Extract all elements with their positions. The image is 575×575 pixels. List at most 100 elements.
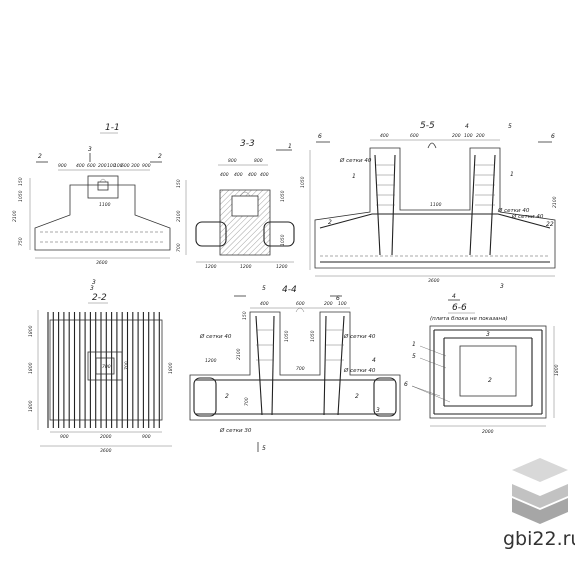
section-2-2-title: 2-2	[92, 293, 107, 303]
dim-label: 1050	[284, 330, 290, 342]
dim-label: 800	[228, 158, 237, 164]
dim-label: 400	[380, 133, 389, 139]
dim-label: 1200	[205, 264, 217, 270]
dim-label: 900	[58, 163, 67, 169]
dim-label: 700	[296, 366, 305, 372]
dim-label: 2000	[100, 434, 112, 440]
section-1-1-mark: 2	[38, 153, 42, 160]
rebar-note: Ø сетки 40	[497, 207, 530, 214]
callout-label: 3	[376, 407, 380, 414]
dim-label: 200	[324, 301, 333, 307]
rebar-note: Ø сетки 40	[511, 213, 544, 220]
callout-label: 4	[372, 357, 376, 364]
dim-label: 700	[102, 364, 111, 370]
section-5-5-mark: 5	[508, 123, 512, 130]
callout-label: 1	[412, 341, 416, 348]
section-1-1-top-dims: 900 400 600 200 100 100 600 300 900	[58, 163, 151, 169]
dim-label: 1050	[18, 190, 24, 202]
section-5-5-mark: 4	[452, 293, 456, 300]
section-4-4-mark: 5	[262, 285, 266, 292]
dim-label: 100	[464, 133, 473, 139]
dim-label: 3600	[428, 278, 440, 284]
callout-label: 22	[546, 221, 554, 228]
dim-label: 400	[248, 172, 257, 178]
dim-label: 300	[131, 163, 140, 169]
section-5-5-title: 5-5	[420, 121, 435, 131]
callout-label: 3	[486, 331, 490, 338]
section-5-5-mark: 6	[551, 133, 555, 140]
section-2-2: 3 2-2 700 700 1800 1800 1800 1800 900 20…	[28, 285, 174, 454]
callout-label: 2	[328, 219, 332, 226]
rebar-note: Ø сетки 30	[219, 427, 252, 434]
rebar-note: Ø сетки 40	[343, 333, 376, 340]
dim-label: 750	[18, 237, 24, 246]
dim-label: 1200	[205, 358, 217, 364]
dim-label: 150	[18, 177, 24, 186]
dim-label: 2100	[552, 196, 558, 208]
section-5-5: 5-5 6 4 5 6 400 600 200 100 200	[300, 121, 558, 301]
dim-label: 1800	[554, 364, 560, 376]
dim-label: 1200	[240, 264, 252, 270]
dim-label: 1050	[310, 330, 316, 342]
dim-label: 400	[234, 172, 243, 178]
dim-label: 1800	[28, 362, 34, 374]
section-4-4-mark: 6	[336, 295, 340, 302]
dim-label: 3600	[100, 448, 112, 454]
section-5-5-mark: 3	[500, 283, 504, 290]
dim-label: 1200	[276, 264, 288, 270]
section-1-1-mid-dim: 1100	[99, 202, 111, 208]
section-3-3-mark: 1	[288, 143, 292, 150]
callout-label: 6	[404, 381, 408, 388]
section-6-6-subtitle: (плита блока не показана)	[430, 316, 508, 322]
dim-label: 200	[476, 133, 485, 139]
dim-label: 400	[260, 301, 269, 307]
column-cage-left	[374, 154, 396, 256]
section-1-1-bottom-dim: 3600	[96, 260, 108, 266]
dim-label: 900	[142, 163, 151, 169]
dim-label: 400	[76, 163, 85, 169]
dim-label: 200	[98, 163, 107, 169]
callout-label: 5	[412, 353, 416, 360]
section-1-1: 1-1 3 2 2 900 400 600 200 100 100 600 30…	[12, 123, 171, 286]
callout-label: 2	[355, 393, 359, 400]
dim-label: 150	[242, 311, 248, 320]
dim-label: 1050	[280, 234, 286, 246]
section-1-1-title: 1-1	[105, 123, 120, 133]
section-4-4-mark: 5	[262, 445, 266, 452]
section-2-2-mark: 3	[90, 285, 94, 292]
dim-label: 100	[107, 163, 116, 169]
dim-label: 2100	[12, 210, 18, 222]
rebar-note: Ø сетки 40	[199, 333, 232, 340]
section-3-3-title: 3-3	[240, 139, 255, 149]
dim-label: 1100	[430, 202, 442, 208]
dim-label: 600	[87, 163, 96, 169]
slab-rebar-grid	[47, 312, 160, 428]
dim-label: 400	[260, 172, 269, 178]
dim-label: 600	[410, 133, 419, 139]
rebar-note: Ø сетки 40	[343, 367, 376, 374]
callout-label: 2	[225, 393, 229, 400]
dim-label: 150	[176, 179, 182, 188]
dim-label: 1050	[280, 190, 286, 202]
rebar-note: Ø сетки 40	[339, 157, 372, 164]
section-4-4: 4-4 5 6 400 600 200 100 Ø сетки 40 Ø сет…	[189, 285, 401, 452]
section-1-1-mark: 3	[92, 279, 96, 286]
dim-label: 200	[452, 133, 461, 139]
section-5-5-mark: 4	[465, 123, 469, 130]
dim-label: 900	[60, 434, 69, 440]
brand-text[interactable]: gbi22.ru	[503, 528, 575, 550]
dim-label: 1800	[168, 362, 174, 374]
dim-label: 900	[142, 434, 151, 440]
dim-label: 700	[176, 243, 182, 252]
section-3-3: 3-3 1 800 800 400 400 400 400 150 2100 7…	[176, 139, 295, 270]
section-5-5-mark: 6	[318, 133, 322, 140]
column-cage-right	[469, 154, 496, 256]
callout-label: 2	[488, 377, 492, 384]
section-4-4-title: 4-4	[282, 285, 297, 295]
dim-label: 600	[296, 301, 305, 307]
dim-label: 1800	[28, 325, 34, 337]
dim-label: 400	[220, 172, 229, 178]
dim-label: 100	[114, 163, 123, 169]
dim-label: 2000	[482, 429, 494, 435]
